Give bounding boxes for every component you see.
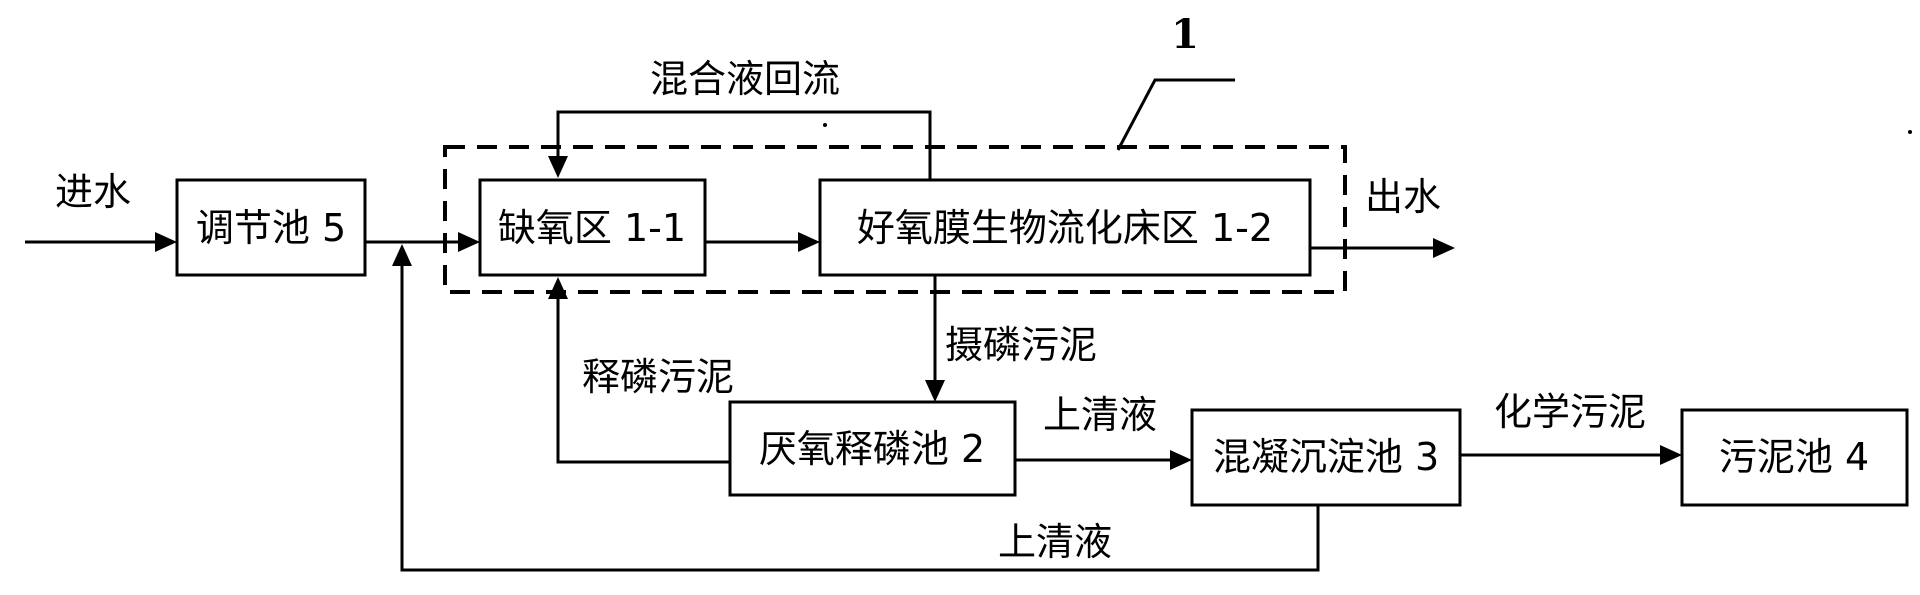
p-uptake-sludge-arrowhead bbox=[925, 380, 945, 402]
system-boundary-dashed bbox=[443, 145, 1347, 294]
aerobic-zone-label: 好氧膜生物流化床区 1-2 bbox=[857, 206, 1273, 250]
speck-dot bbox=[823, 123, 827, 127]
mixed-liquor-return-label: 混合液回流 bbox=[650, 57, 840, 101]
aerobic-zone-box bbox=[818, 178, 1312, 277]
eq-to-anoxic-arrowhead bbox=[458, 232, 480, 252]
anoxic-to-aerobic-arrowhead bbox=[798, 232, 820, 252]
system-leader-line bbox=[1116, 78, 1235, 151]
coagulation-tank-box bbox=[1190, 408, 1462, 507]
p-release-sludge-line bbox=[556, 290, 730, 464]
coagulation-tank-label: 混凝沉淀池 3 bbox=[1213, 435, 1439, 479]
chemical-sludge-arrowhead bbox=[1660, 445, 1682, 465]
system-number-label: 1 bbox=[1171, 11, 1199, 58]
anaerobic-release-tank-box bbox=[728, 400, 1017, 497]
supernatant-1-label: 上清液 bbox=[1043, 393, 1157, 437]
chemical-sludge-label: 化学污泥 bbox=[1494, 390, 1646, 434]
mixed-liquor-return-arrowhead bbox=[548, 156, 568, 178]
inlet-label: 进水 bbox=[55, 170, 131, 214]
p-release-sludge-arrowhead bbox=[548, 277, 568, 299]
anoxic-zone-box bbox=[478, 178, 707, 277]
mixed-liquor-return-line bbox=[556, 110, 932, 180]
outlet-arrowhead bbox=[1433, 238, 1455, 258]
speck-dot-2 bbox=[1908, 130, 1912, 134]
anaerobic-release-tank-label: 厌氧释磷池 2 bbox=[759, 427, 985, 471]
supernatant-1-arrowhead bbox=[1170, 450, 1192, 470]
p-uptake-sludge-label: 摄磷污泥 bbox=[945, 323, 1097, 367]
outlet-label: 出水 bbox=[1365, 175, 1441, 219]
p-release-sludge-label: 释磷污泥 bbox=[582, 355, 734, 399]
supernatant-2-label: 上清液 bbox=[998, 520, 1112, 564]
equalization-tank-label: 调节池 5 bbox=[196, 206, 346, 250]
supernatant-2-line bbox=[400, 258, 1320, 572]
sludge-tank-box bbox=[1680, 408, 1909, 507]
sludge-tank-label: 污泥池 4 bbox=[1719, 435, 1869, 479]
inlet-arrowhead bbox=[155, 232, 177, 252]
anoxic-zone-label: 缺氧区 1-1 bbox=[498, 206, 686, 250]
equalization-tank-box bbox=[175, 178, 367, 277]
supernatant-2-arrowhead bbox=[392, 244, 412, 266]
